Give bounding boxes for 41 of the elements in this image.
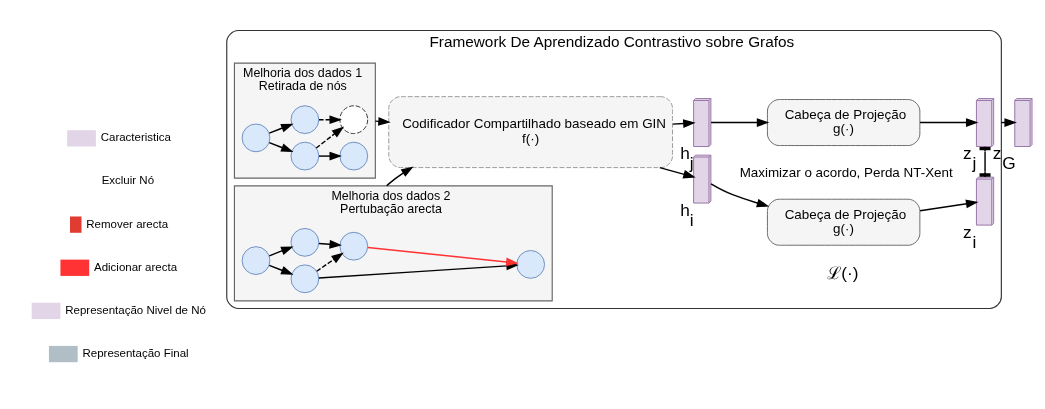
arrow (919, 199, 979, 212)
legend-label: Representação Final (82, 347, 189, 360)
node-circle (339, 105, 369, 135)
cluster: Melhoria dos dados 2 Pertubação arecta (233, 185, 553, 302)
node-circle (290, 264, 320, 294)
legend-label: Adicionar arecta (93, 260, 178, 273)
arrow (659, 166, 696, 179)
arrow (385, 166, 414, 187)
node-circle (339, 231, 369, 261)
arrow (710, 183, 770, 208)
arrow (268, 141, 294, 153)
arrow (268, 246, 294, 257)
node-circle (241, 246, 271, 275)
arrow (710, 118, 770, 127)
node-circle (290, 228, 320, 257)
arrow (268, 123, 294, 134)
arrow (315, 126, 345, 149)
node-box: Cabeça de Projeção g(·) (766, 198, 921, 246)
arrow (268, 264, 294, 275)
node-circle (290, 105, 320, 135)
legend-label: Excluir Nó (101, 174, 155, 187)
arrow (672, 119, 696, 128)
cluster: Melhoria dos dados 1 Retirada de nós (233, 62, 376, 179)
legend-label: Remover arecta (86, 217, 169, 230)
legend-label: Caracteristica (100, 131, 171, 144)
legend-label: Representação Nivel de Nó (65, 303, 206, 316)
arrow (316, 252, 344, 272)
label: Maximizar o acordo, Perda NT-Xent (739, 164, 953, 180)
node-circle (290, 141, 320, 171)
arrow (318, 151, 342, 161)
arrow (919, 118, 979, 127)
arrow (374, 116, 391, 126)
arrow (318, 115, 342, 125)
label: ℒ(·) (827, 263, 859, 284)
node-circle (516, 250, 546, 279)
node-box: Codificador Compartilhado baseado em GIN f(·) (388, 96, 673, 169)
arrow (367, 246, 519, 267)
arrow (318, 239, 342, 249)
node-box: Cabeça de Projeção g(·) (766, 99, 921, 146)
node-circle (339, 141, 369, 171)
node-circle (241, 123, 271, 153)
